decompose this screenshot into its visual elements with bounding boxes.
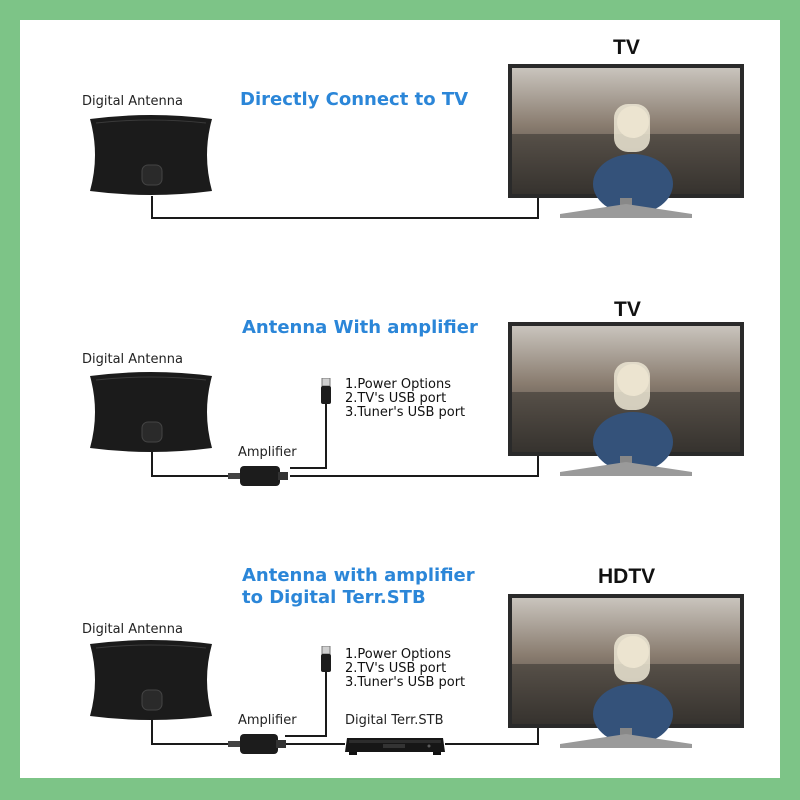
power-option: 1.Power Options	[345, 377, 451, 392]
section-heading: Antenna with amplifier to Digital Terr.S…	[242, 565, 475, 609]
amplifier-label: Amplifier	[238, 445, 297, 460]
power-option: 3.Tuner's USB port	[345, 405, 466, 420]
heading-line: to Digital Terr.STB	[242, 587, 426, 608]
tv-title: TV	[614, 298, 641, 321]
heading-line: Antenna With amplifier	[242, 317, 478, 338]
digital-antenna	[86, 113, 216, 197]
antenna-label: Digital Antenna	[82, 352, 183, 367]
power-option: 1.Power Options	[345, 647, 451, 662]
power-option: 3.Tuner's USB port	[345, 675, 466, 690]
tv-title: HDTV	[598, 565, 656, 588]
power-options-list: 1.Power Options 2.TV's USB port 3.Tuner'…	[345, 378, 465, 420]
usb-plug-icon	[319, 377, 333, 406]
digital-antenna	[86, 370, 216, 454]
heading-line: Directly Connect to TV	[240, 89, 469, 110]
digital-antenna	[86, 638, 216, 722]
tv-set	[508, 594, 744, 752]
stb-label: Digital Terr.STB	[345, 713, 444, 728]
power-option: 2.TV's USB port	[345, 391, 447, 406]
tv-title: TV	[613, 36, 640, 59]
power-option: 2.TV's USB port	[345, 661, 447, 676]
usb-plug-icon	[319, 645, 333, 674]
amplifier-label: Amplifier	[238, 713, 297, 728]
power-options-list: 1.Power Options 2.TV's USB port 3.Tuner'…	[345, 648, 465, 690]
heading-line: Antenna with amplifier	[242, 565, 475, 586]
set-top-box	[343, 734, 447, 756]
amplifier	[228, 732, 288, 756]
tv-set	[508, 64, 744, 222]
amplifier	[228, 464, 292, 488]
antenna-label: Digital Antenna	[82, 94, 183, 109]
tv-set	[508, 322, 744, 480]
section-heading: Directly Connect to TV	[240, 89, 468, 111]
antenna-label: Digital Antenna	[82, 622, 183, 637]
section-heading: Antenna With amplifier	[242, 317, 478, 339]
